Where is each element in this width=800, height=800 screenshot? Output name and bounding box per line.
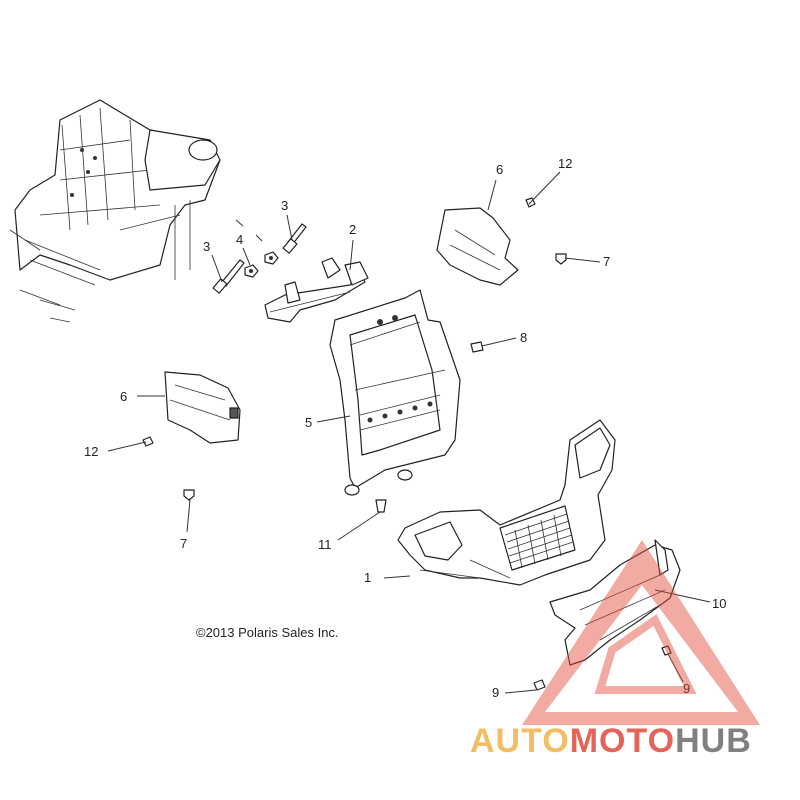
part-6-lower-panel <box>164 371 241 444</box>
callout-1: 1 <box>364 570 371 585</box>
svg-text:AUTOMOTOHUB: AUTOMOTOHUB <box>470 722 752 760</box>
watermark-triangle-icon <box>522 540 760 725</box>
callout-12-upper: 12 <box>558 156 572 171</box>
callout-8: 8 <box>520 330 527 345</box>
part-1-front-fascia <box>397 419 616 586</box>
part-2-mount-bracket <box>264 257 369 323</box>
callout-4: 4 <box>236 232 243 247</box>
fasteners <box>142 197 567 513</box>
watermark-hub: HUB <box>675 722 752 760</box>
part-4-nuts <box>235 219 279 278</box>
callout-9-right: 9 <box>683 681 690 696</box>
callout-9-left: 9 <box>492 685 499 700</box>
leader-lines <box>107 171 711 694</box>
callout-11: 11 <box>318 537 332 552</box>
part-9-fasteners <box>533 645 672 691</box>
callout-2: 2 <box>349 222 356 237</box>
copyright-text: ©2013 Polaris Sales Inc. <box>196 625 339 640</box>
part-6-upper-panel <box>436 207 519 286</box>
part-10-lower-guard <box>549 539 681 666</box>
callout-7-lower: 7 <box>180 536 187 551</box>
part-5-front-frame <box>329 289 461 496</box>
callout-3-left: 3 <box>203 239 210 254</box>
watermark-logo: AUTOMOTOHUB <box>470 540 760 760</box>
watermark-moto: MOTO <box>570 722 675 760</box>
watermark-auto: AUTO <box>470 722 570 760</box>
callouts: 1 2 3 3 4 5 6 6 7 7 8 9 9 10 11 12 12 <box>84 156 726 700</box>
callout-7-upper: 7 <box>603 254 610 269</box>
callout-12-lower: 12 <box>84 444 98 459</box>
callout-3-right: 3 <box>281 198 288 213</box>
part-3-bolts <box>212 223 307 294</box>
callout-10: 10 <box>712 596 726 611</box>
callout-6-lower: 6 <box>120 389 127 404</box>
vehicle-frame <box>9 99 221 323</box>
callout-5: 5 <box>305 415 312 430</box>
callout-6-upper: 6 <box>496 162 503 177</box>
